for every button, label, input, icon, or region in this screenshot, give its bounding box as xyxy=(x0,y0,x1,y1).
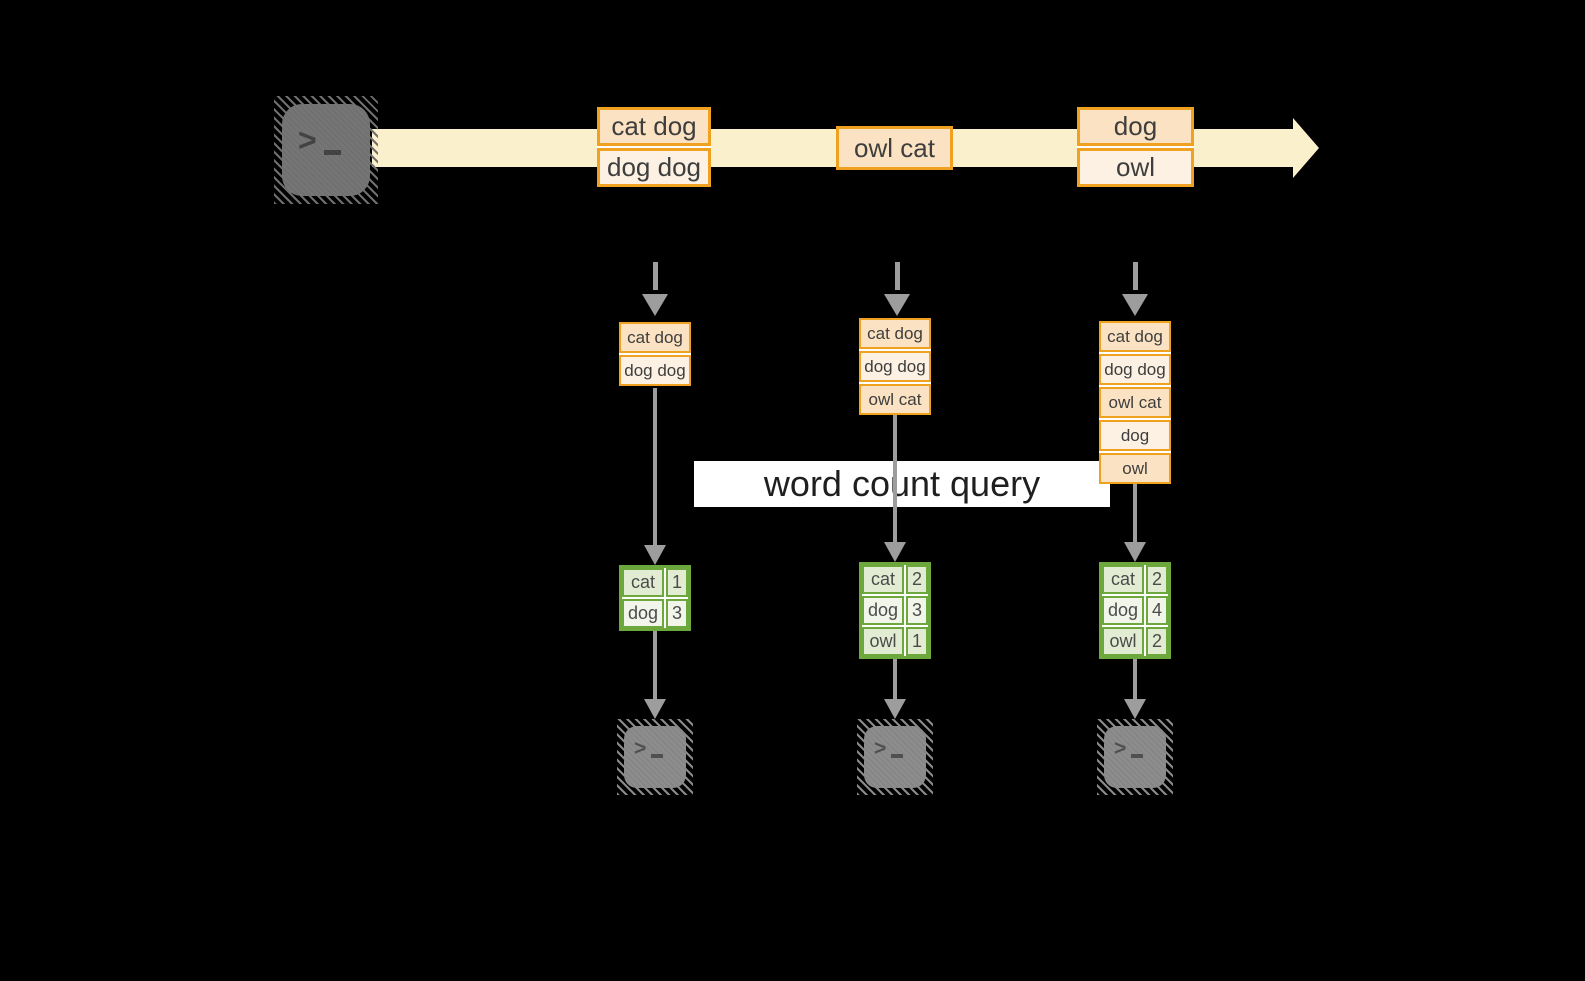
prompt-chevron-icon: > xyxy=(298,122,317,158)
count-word: owl xyxy=(1102,627,1144,656)
count-word: cat xyxy=(622,568,664,597)
query-banner: word count query xyxy=(694,461,1110,507)
count-table-3: cat 2 dog 4 owl 2 xyxy=(1099,562,1171,659)
dashed-arrowhead-icon xyxy=(884,294,910,316)
terminal-icon-body: > xyxy=(1104,726,1166,788)
count-value: 1 xyxy=(906,627,928,656)
query-arrowhead-icon xyxy=(1124,542,1146,562)
output-arrow xyxy=(893,659,897,699)
stream-event-pair-2: dog owl xyxy=(1077,107,1194,187)
stream-event: owl xyxy=(1077,148,1194,187)
count-word: dog xyxy=(862,596,904,625)
log-message: owl xyxy=(1099,453,1171,484)
terminal-icon-body: > xyxy=(282,104,370,196)
output-arrow xyxy=(1133,659,1137,699)
prompt-underscore-icon xyxy=(891,754,904,758)
log-message: cat dog xyxy=(859,318,931,349)
dashed-arrowhead-icon xyxy=(1122,294,1148,316)
stream-arrowhead-icon xyxy=(1293,118,1319,178)
count-value: 3 xyxy=(906,596,928,625)
log-message: owl cat xyxy=(1099,387,1171,418)
stream-event: dog xyxy=(1077,107,1194,146)
dashed-arrowhead-icon xyxy=(642,294,668,316)
output-arrowhead-icon xyxy=(644,699,666,719)
log-message: cat dog xyxy=(1099,321,1171,352)
terminal-prompt-icon: > xyxy=(1114,737,1144,760)
prompt-underscore-icon xyxy=(651,754,664,758)
stream-event: owl cat xyxy=(836,126,953,170)
dashed-arrow xyxy=(895,262,900,290)
terminal-icon: > xyxy=(617,719,693,795)
message-log-1: cat dog dog dog xyxy=(619,322,691,386)
count-value: 4 xyxy=(1146,596,1168,625)
terminal-icon-body: > xyxy=(864,726,926,788)
terminal-icon: > xyxy=(274,96,378,204)
terminal-icon-body: > xyxy=(624,726,686,788)
query-arrow xyxy=(893,415,897,542)
query-arrow xyxy=(653,388,657,545)
output-arrowhead-icon xyxy=(1124,699,1146,719)
terminal-prompt-icon: > xyxy=(298,124,341,156)
log-message: cat dog xyxy=(619,322,691,353)
count-value: 2 xyxy=(1146,627,1168,656)
terminal-prompt-icon: > xyxy=(634,737,664,760)
output-arrow xyxy=(653,631,657,699)
count-value: 1 xyxy=(666,568,688,597)
log-message: dog dog xyxy=(1099,354,1171,385)
query-arrow xyxy=(1133,484,1137,542)
query-arrowhead-icon xyxy=(644,545,666,565)
log-message: dog xyxy=(1099,420,1171,451)
prompt-chevron-icon: > xyxy=(874,737,887,760)
message-log-3: cat dog dog dog owl cat dog owl xyxy=(1099,321,1171,484)
count-table-1: cat 1 dog 3 xyxy=(619,565,691,631)
count-value: 2 xyxy=(906,565,928,594)
count-value: 3 xyxy=(666,599,688,628)
dashed-arrow xyxy=(653,262,658,290)
stream-event-pair-1: cat dog dog dog xyxy=(597,107,711,187)
dashed-arrow xyxy=(1133,262,1138,290)
output-arrowhead-icon xyxy=(884,699,906,719)
terminal-icon: > xyxy=(1097,719,1173,795)
prompt-chevron-icon: > xyxy=(1114,737,1127,760)
stream-event: cat dog xyxy=(597,107,711,146)
count-word: cat xyxy=(1102,565,1144,594)
query-arrowhead-icon xyxy=(884,542,906,562)
count-table-2: cat 2 dog 3 owl 1 xyxy=(859,562,931,659)
count-word: dog xyxy=(622,599,664,628)
prompt-chevron-icon: > xyxy=(634,737,647,760)
log-message: dog dog xyxy=(859,351,931,382)
count-word: owl xyxy=(862,627,904,656)
count-value: 2 xyxy=(1146,565,1168,594)
message-log-2: cat dog dog dog owl cat xyxy=(859,318,931,415)
count-word: cat xyxy=(862,565,904,594)
stream-event-single: owl cat xyxy=(836,126,953,170)
prompt-underscore-icon xyxy=(1131,754,1144,758)
terminal-prompt-icon: > xyxy=(874,737,904,760)
prompt-underscore-icon xyxy=(323,150,341,155)
count-word: dog xyxy=(1102,596,1144,625)
log-message: owl cat xyxy=(859,384,931,415)
terminal-icon: > xyxy=(857,719,933,795)
log-message: dog dog xyxy=(619,355,691,386)
stream-event: dog dog xyxy=(597,148,711,187)
